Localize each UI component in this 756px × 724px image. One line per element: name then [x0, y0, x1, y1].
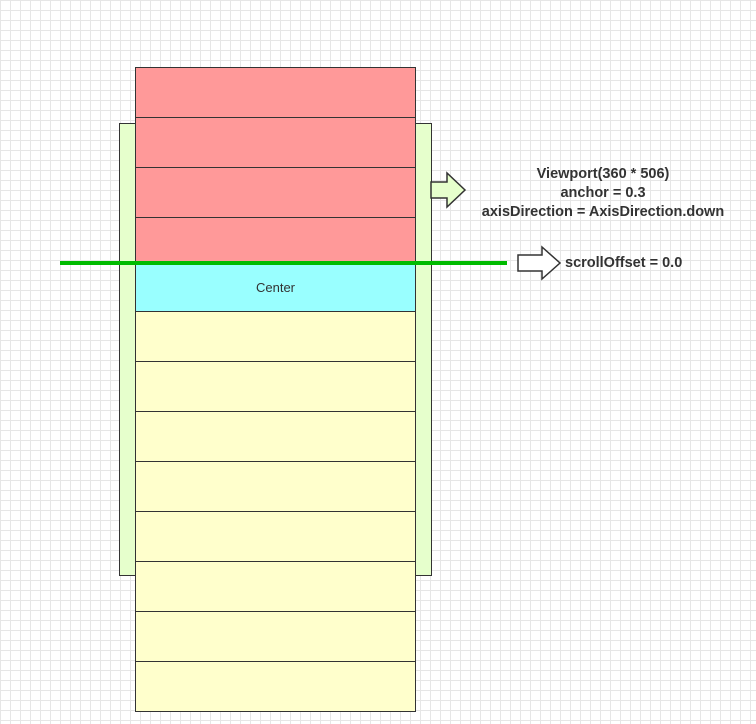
- scroll-offset-label: scrollOffset = 0.0: [565, 255, 683, 271]
- scroll-offset-line: [60, 261, 507, 265]
- sliver-before-1: [135, 67, 416, 118]
- viewport-axis-direction: axisDirection = AxisDirection.down: [481, 204, 725, 220]
- sliver-after-6: [135, 561, 416, 612]
- viewport-title: Viewport(360 * 506): [536, 166, 670, 182]
- viewport-anchor: anchor = 0.3: [560, 185, 646, 201]
- sliver-before-4: [135, 217, 416, 268]
- sliver-after-5: [135, 511, 416, 562]
- sliver-after-1: [135, 311, 416, 362]
- sliver-after-3: [135, 411, 416, 462]
- viewport-caption: Viewport(360 * 506) anchor = 0.3 axisDir…: [466, 165, 740, 222]
- sliver-after-2: [135, 361, 416, 412]
- sliver-after-8: [135, 661, 416, 712]
- sliver-after-7: [135, 611, 416, 662]
- viewport-arrow-icon: [430, 171, 467, 209]
- sliver-before-2: [135, 117, 416, 168]
- center-sliver: Center: [135, 262, 416, 313]
- sliver-before-3: [135, 167, 416, 218]
- sliver-after-4: [135, 461, 416, 512]
- center-label: Center: [255, 280, 296, 295]
- scroll-arrow-icon: [517, 245, 562, 281]
